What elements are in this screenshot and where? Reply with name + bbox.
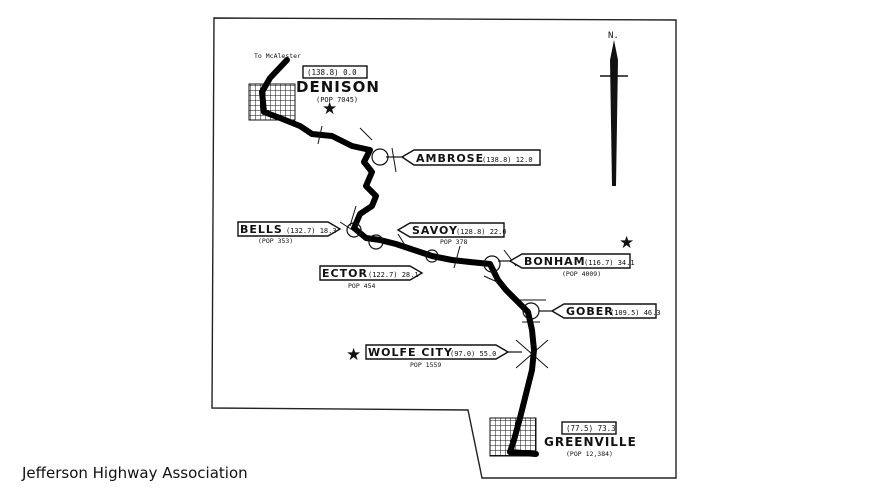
ambrose-marker [371, 148, 389, 166]
savoy-name: SAVOY [412, 224, 458, 237]
star-icon: ★ [346, 345, 361, 365]
bells-name: BELLS [240, 223, 283, 236]
wolfe-city-name: WOLFE CITY [368, 346, 453, 359]
greenville-mileage: (77.5) 73.3 [566, 424, 616, 433]
bonham-pop: (POP 4009) [562, 270, 601, 278]
bonham-mileage: (116.7) 34.1 [584, 259, 635, 267]
highway-route [259, 57, 539, 457]
crossroad-ticks [317, 125, 549, 369]
denison-street-grid [248, 83, 296, 121]
denison-name: DENISON [296, 78, 380, 96]
savoy-pop: POP 378 [440, 238, 467, 246]
ector-label-box [319, 265, 424, 281]
wolfe-city-pop: POP 1559 [410, 361, 441, 369]
bells-mileage: (132.7) 18.3 [286, 227, 337, 235]
gober-mileage: (109.5) 46.3 [610, 309, 661, 317]
gober-label-box [550, 303, 657, 319]
to-mcalester-label: To McAlester [254, 52, 301, 60]
savoy-mileage: (128.8) 22.0 [456, 228, 507, 236]
gober-name: GOBER [566, 305, 614, 318]
bonham-name: BONHAM [524, 255, 586, 268]
denison-pop: (POP 7045) [316, 96, 358, 104]
denison-mileage-box [302, 65, 368, 79]
greenville-pop: (POP 12,384) [566, 450, 613, 458]
north-label: N. [608, 31, 619, 41]
savoy-marker [368, 234, 384, 250]
ambrose-mileage: (138.8) 12.0 [482, 156, 533, 164]
greenville-mileage-box [561, 421, 617, 435]
star-icon: ★ [619, 233, 634, 253]
wolfe-city-label-box [365, 344, 510, 360]
county-boundary [211, 17, 677, 479]
caption: Jefferson Highway Association [22, 464, 248, 482]
greenville-name: GREENVILLE [544, 435, 637, 449]
ector-pop: POP 454 [348, 282, 375, 290]
star-icon: ★ [322, 99, 337, 119]
bonham-label-box [508, 253, 631, 269]
ector-marker [425, 249, 439, 263]
ambrose-label-box [400, 149, 541, 166]
north-arrow-icon [600, 40, 628, 186]
wolfe-city-mileage: (97.0) 55.0 [450, 350, 496, 358]
bells-label-box [237, 221, 342, 237]
bells-marker [346, 222, 362, 238]
ector-name: ECTOR [322, 267, 368, 280]
bonham-marker [483, 255, 501, 273]
ambrose-name: AMBROSE [416, 152, 484, 165]
denison-mileage: (138.8) 0.0 [307, 68, 357, 77]
ector-mileage: (122.7) 28.1 [368, 271, 419, 279]
bells-pop: (POP 353) [258, 237, 293, 245]
savoy-label-box [396, 222, 505, 238]
